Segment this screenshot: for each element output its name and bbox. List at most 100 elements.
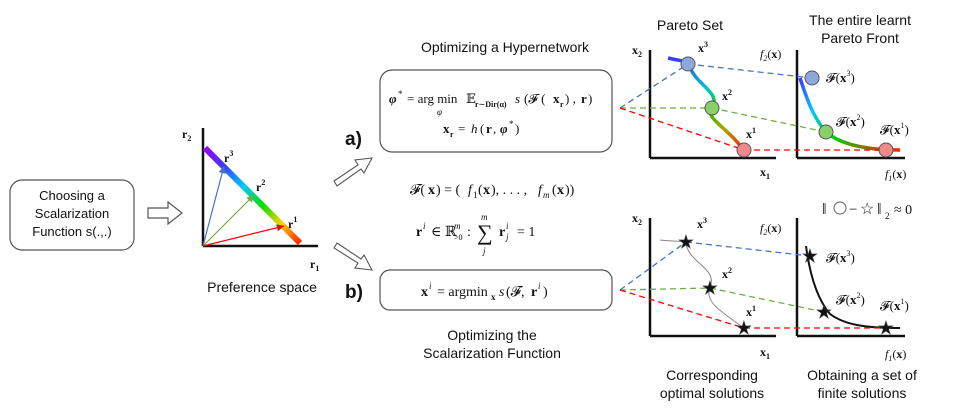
svg-text:(: (: [480, 121, 484, 136]
svg-text:j: j: [505, 232, 509, 242]
svg-text:): ): [515, 121, 519, 136]
svg-text:s: s: [499, 285, 505, 300]
branch-b-title-line2: Scalarization Function: [423, 345, 561, 361]
norm-circle-icon: [833, 201, 847, 215]
svg-text:≈ 0: ≈ 0: [894, 203, 912, 218]
bottom-ray-blue-2: [685, 241, 811, 257]
svg-text:f: f: [468, 183, 474, 198]
svg-text:1: 1: [473, 190, 478, 200]
bottom-front-label-x2: 𝓕(x2): [836, 291, 865, 307]
bottom-set-label-x3: x3: [697, 216, 707, 231]
arrow-right-icon: [147, 200, 183, 226]
front-label-x1: 𝓕(x1): [880, 121, 909, 137]
svg-text:x: x: [491, 292, 496, 302]
svg-text:(𝓕 (: (𝓕 (: [524, 91, 546, 106]
svg-text:>0: >0: [454, 233, 463, 242]
svg-text:x: x: [443, 121, 450, 136]
set-point-x3: [680, 56, 696, 72]
arrow-up-right-icon: [333, 157, 373, 187]
top-right-axes: [795, 50, 905, 160]
svg-text:(: (: [478, 183, 483, 198]
bottom-ray-red-1: [619, 289, 745, 329]
pref-axis-x-label: r1: [310, 257, 319, 273]
pref-vector-r3: [202, 165, 226, 247]
set-label-x2: x2: [722, 88, 732, 103]
svg-text:‖: ‖: [822, 201, 827, 218]
svg-text:(𝓕,: (𝓕,: [506, 285, 525, 300]
bottom-set-label-x1: x1: [746, 304, 756, 319]
svg-text:m: m: [543, 190, 550, 200]
set-label-x3: x3: [698, 40, 708, 55]
box-line-2: Scalarization: [35, 206, 109, 221]
svg-text:) = (: ) = (: [436, 183, 461, 198]
svg-text:∑: ∑: [477, 220, 493, 245]
bottom-set-label-x2: x2: [722, 266, 732, 281]
bottom-right-caption-line2: finite solutions: [818, 385, 907, 401]
svg-text:i: i: [538, 281, 541, 291]
svg-text:*: *: [398, 89, 403, 99]
front-point-x3: [804, 70, 820, 86]
star-front-x3-icon: ★: [802, 246, 818, 266]
scalarization-box-b: [379, 269, 613, 311]
svg-text:m: m: [454, 221, 461, 231]
star-set-x2-icon: ★: [702, 278, 718, 298]
svg-text:x: x: [421, 285, 428, 300]
svg-text:x: x: [557, 183, 564, 198]
svg-text:) ,: ) ,: [565, 91, 576, 106]
svg-text:r: r: [581, 91, 587, 106]
pref-label-r2: r2: [256, 178, 265, 194]
bottom-right-yaxis-label: f2(x): [760, 221, 781, 237]
preference-constraint-eq: r i ∈ ℝ m >0 : ∑ m j r i j = 1: [416, 212, 535, 256]
bottom-right-caption-line1: Obtaining a set of: [807, 367, 917, 383]
objective-vector-eq: 𝓕( x ) = ( f 1 ( x ), . . . , f m ( x )): [410, 183, 575, 200]
bottom-front-label-x3: 𝓕(x3): [826, 249, 855, 265]
top-left-title: Pareto Set: [657, 17, 723, 33]
pref-vector-r1: [202, 224, 285, 247]
top-ray-red-1: [619, 107, 745, 151]
branch-a-title: Optimizing a Hypernetwork: [421, 39, 590, 55]
pref-axis-y-label: r2: [182, 127, 191, 143]
svg-text:= argmin: = argmin: [437, 285, 488, 300]
front-label-x2: 𝓕(x2): [836, 113, 865, 129]
branch-a-tag: a): [345, 129, 362, 150]
bottom-left-xaxis-label: x1: [760, 345, 770, 361]
svg-text:i: i: [423, 221, 426, 231]
box-line-3: Function s(.,.): [32, 224, 111, 239]
bottom-left-caption-line2: optimal solutions: [660, 385, 764, 401]
svg-text:(: (: [552, 183, 557, 198]
svg-text:2: 2: [885, 211, 890, 221]
top-ray-green-2: [711, 107, 827, 133]
svg-text:f: f: [538, 183, 544, 198]
bottom-left-caption-line1: Corresponding: [666, 367, 758, 383]
svg-text:φ: φ: [389, 91, 397, 106]
svg-text:,: ,: [493, 121, 496, 136]
svg-text:φ: φ: [437, 107, 442, 117]
svg-text:m: m: [481, 212, 488, 222]
svg-text:x: x: [428, 183, 435, 198]
branch-b-title-line1: Optimizing the: [447, 327, 537, 343]
set-point-x1: [736, 142, 752, 158]
front-point-x2: [818, 124, 834, 140]
bottom-ray-green-2: [709, 287, 825, 313]
box-line-1: Choosing a: [39, 188, 106, 203]
front-point-x1: [878, 142, 894, 158]
top-left-xaxis-label: x1: [760, 165, 770, 181]
svg-text:x: x: [483, 183, 490, 198]
svg-text:h: h: [471, 121, 478, 136]
svg-text:): ): [543, 285, 548, 300]
set-label-x1: x1: [746, 126, 756, 141]
svg-text:i: i: [506, 221, 509, 231]
svg-text:‖: ‖: [877, 201, 882, 218]
svg-text:*: *: [509, 119, 514, 129]
scalarization-eq: x i = argmin x s (𝓕, r i ): [421, 281, 548, 302]
pref-vector-r2: [202, 194, 255, 247]
star-front-x2-icon: ★: [816, 302, 832, 322]
arrow-down-right-icon: [333, 242, 373, 271]
svg-text:r: r: [499, 225, 505, 240]
bottom-set-curve: [659, 239, 745, 329]
svg-text:= arg min: = arg min: [407, 91, 458, 106]
star-set-x1-icon: ★: [736, 318, 752, 338]
svg-text:i: i: [429, 281, 432, 291]
svg-text:): ): [588, 91, 592, 106]
